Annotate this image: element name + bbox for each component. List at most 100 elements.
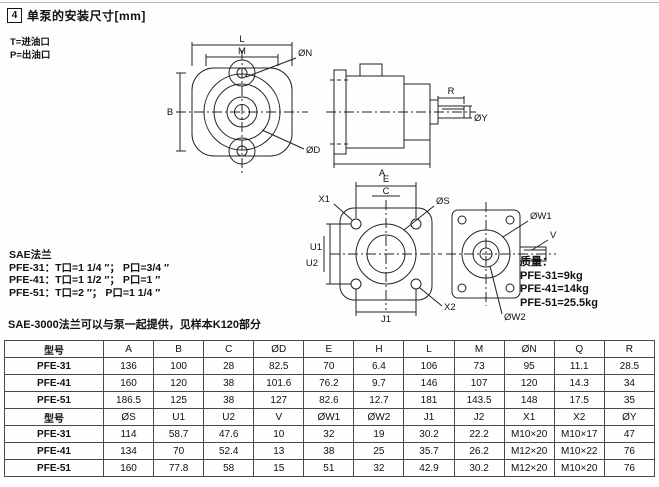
- text-line: PFE-51：T口=2 ″； P口=1 1/4 ″: [9, 286, 161, 299]
- table-cell: 127: [253, 391, 305, 409]
- table-cell: 143.5: [453, 391, 505, 409]
- table-header-cell: ØD: [253, 340, 305, 358]
- table-cell: 76.2: [303, 374, 355, 392]
- table-cell: M10×17: [553, 425, 605, 443]
- table-cell: PFE-31: [4, 357, 104, 375]
- table-cell: 11.1: [553, 357, 605, 375]
- table-cell: 58: [203, 459, 255, 477]
- table-cell: 12.7: [353, 391, 405, 409]
- table-cell: 82.5: [253, 357, 305, 375]
- dim-label-ON: ØN: [298, 48, 312, 59]
- table-cell: PFE-51: [4, 391, 104, 409]
- rear-body-view-drawing: [446, 202, 556, 315]
- table-cell: PFE-41: [4, 374, 104, 392]
- table-header-cell: R: [603, 340, 656, 358]
- table-header-cell: H: [353, 340, 405, 358]
- dim-label-OS: ØS: [436, 196, 450, 207]
- table-header-cell: Q: [553, 340, 605, 358]
- table-cell: 106: [403, 357, 455, 375]
- dim-label-E: E: [383, 174, 389, 185]
- table-cell: 10: [253, 425, 305, 443]
- table-cell: 51: [303, 459, 355, 477]
- table-header-cell: M: [453, 340, 505, 358]
- table-cell: 134: [102, 442, 155, 460]
- page-title: 单泵的安装尺寸[mm]: [27, 9, 146, 23]
- dim-label-X2: X2: [444, 302, 456, 313]
- table-cell: 30.2: [453, 459, 505, 477]
- table-header-cell: 型号: [4, 340, 104, 358]
- table-cell: 14.3: [553, 374, 605, 392]
- table-cell: 58.7: [153, 425, 205, 443]
- table-cell: 19: [353, 425, 405, 443]
- side-view-drawing: [326, 63, 476, 168]
- table-cell: 22.2: [453, 425, 505, 443]
- table-cell: 76: [603, 442, 656, 460]
- sae-3000-note: SAE-3000法兰可以与泵一起提供，见样本K120部分: [8, 319, 262, 331]
- table-cell: 70: [303, 357, 355, 375]
- dim-label-U1: U1: [310, 242, 322, 253]
- table-header-cell: E: [303, 340, 355, 358]
- table-cell: 15: [253, 459, 305, 477]
- table-cell: 120: [153, 374, 205, 392]
- table-header-cell: ØN: [503, 340, 555, 358]
- text-line: PFE-31：T口=1 1/4 ″； P口=3/4 ″: [9, 261, 170, 274]
- text-line: PFE-41：T口=1 1/2 ″； P口=1 ″: [9, 274, 161, 286]
- dim-label-J1: J1: [381, 314, 391, 325]
- front-view-drawing: [176, 42, 308, 176]
- table-cell: PFE-51: [4, 459, 104, 477]
- dim-label-OY: ØY: [474, 113, 488, 124]
- table-cell: 47: [603, 425, 656, 443]
- table-cell: 114: [102, 425, 155, 443]
- table-cell: 6.4: [353, 357, 405, 375]
- dim-label-OW2: ØW2: [504, 312, 526, 323]
- table-cell: M10×20: [503, 425, 555, 443]
- table-cell: 25: [353, 442, 405, 460]
- table-cell: 125: [153, 391, 205, 409]
- port-notes: T=进油口 P=出油口: [10, 36, 50, 62]
- table-cell: 32: [353, 459, 405, 477]
- table-cell: 82.6: [303, 391, 355, 409]
- table-cell: 26.2: [453, 442, 505, 460]
- table-cell: PFE-41: [4, 442, 104, 460]
- table-cell: 17.5: [553, 391, 605, 409]
- dim-label-C: C: [383, 186, 390, 197]
- dim-label-OW1: ØW1: [530, 211, 552, 222]
- table-cell: 120: [503, 374, 555, 392]
- table-cell: 52.4: [203, 442, 255, 460]
- table-header-cell: A: [102, 340, 155, 358]
- table-cell: 34: [603, 374, 656, 392]
- table-cell: 100: [153, 357, 205, 375]
- text-line: PFE-41=14kg: [520, 283, 589, 295]
- table-cell: 73: [453, 357, 505, 375]
- table-cell: M10×22: [553, 442, 605, 460]
- text-line: SAE法兰: [9, 249, 52, 261]
- table-cell: 9.7: [353, 374, 405, 392]
- table-cell: M12×20: [503, 459, 555, 477]
- page-top-rule: [0, 2, 659, 3]
- table-header-cell: L: [403, 340, 455, 358]
- dim-label-R: R: [448, 86, 455, 97]
- text-line: PFE-51=25.5kg: [520, 296, 598, 309]
- table-header-cell: ØW2: [353, 408, 405, 426]
- table-cell: 160: [102, 374, 155, 392]
- table-header-cell: J2: [453, 408, 505, 426]
- table-header-cell: B: [153, 340, 205, 358]
- text-line: T=进油口: [10, 37, 50, 48]
- table-cell: 35: [603, 391, 656, 409]
- table-header-cell: C: [203, 340, 255, 358]
- table-header-cell: ØY: [603, 408, 656, 426]
- table-cell: 30.2: [403, 425, 455, 443]
- table-cell: 70: [153, 442, 205, 460]
- dim-label-M: M: [238, 46, 246, 57]
- text-line: P=出油口: [10, 50, 51, 61]
